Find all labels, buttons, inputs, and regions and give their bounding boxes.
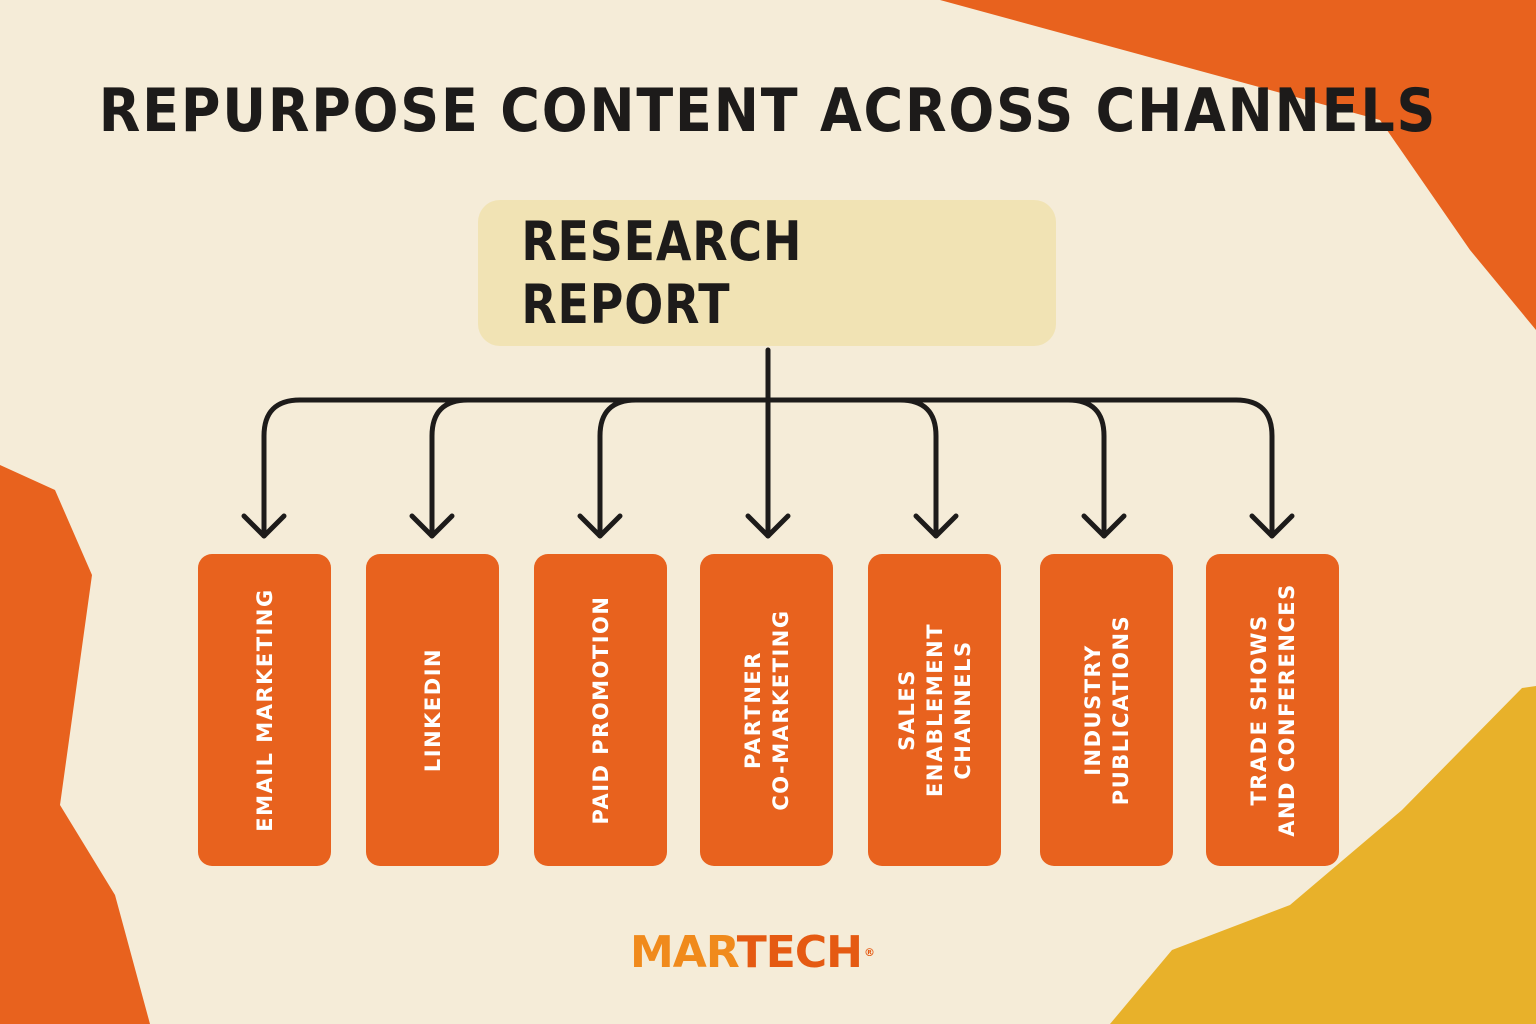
arrowhead-linkedin (409, 513, 455, 539)
connector-industry-publications (1065, 397, 1107, 539)
top-right-orange-shape (940, 0, 1536, 330)
arrowhead-email-marketing (241, 513, 287, 539)
martech-logo: MARTECH® (630, 928, 906, 978)
arrowhead-paid-promotion (577, 513, 623, 539)
connector-trade-shows (1233, 397, 1275, 539)
connector-linkedin (429, 397, 471, 539)
channel-linkedin: LINKEDIN (366, 554, 499, 866)
registered-mark: ® (863, 946, 875, 959)
page-title: REPURPOSE CONTENT ACROSS CHANNELS (98, 76, 1438, 146)
channel-partner-co-marketing: PARTNER CO-MARKETING (700, 554, 833, 866)
channel-trade-shows: TRADE SHOWS AND CONFERENCES (1206, 554, 1339, 866)
left-orange-shape (0, 465, 150, 1024)
channel-paid-promotion: PAID PROMOTION (534, 554, 667, 866)
channel-sales-enablement: SALES ENABLEMENT CHANNELS (868, 554, 1001, 866)
research-report-box: RESEARCH REPORT (478, 200, 1056, 346)
logo-part-mar: MAR (630, 927, 738, 978)
research-report-label: RESEARCH REPORT (521, 210, 803, 336)
channel-label: EMAIL MARKETING (252, 588, 277, 832)
arrowhead-industry-publications (1081, 513, 1127, 539)
channel-label: PAID PROMOTION (588, 595, 613, 825)
channel-label: LINKEDIN (420, 647, 445, 773)
channel-label: TRADE SHOWS AND CONFERENCES (1246, 583, 1299, 837)
connector-sales-enablement (897, 397, 939, 539)
bottom-right-yellow-shape (1110, 686, 1536, 1024)
channel-label: SALES ENABLEMENT CHANNELS (894, 622, 975, 798)
arrowhead-sales-enablement (913, 513, 959, 539)
channel-label: PARTNER CO-MARKETING (740, 609, 793, 811)
channel-industry-publications: INDUSTRY PUBLICATIONS (1040, 554, 1173, 866)
channel-email-marketing: EMAIL MARKETING (198, 554, 331, 866)
connector-paid-promotion (597, 397, 639, 539)
logo-part-tech: TECH (736, 927, 863, 978)
connector-email-marketing (261, 397, 303, 539)
arrowhead-trade-shows (1249, 513, 1295, 539)
arrowhead-partner-co-marketing (745, 513, 791, 539)
channel-label: INDUSTRY PUBLICATIONS (1080, 614, 1133, 806)
